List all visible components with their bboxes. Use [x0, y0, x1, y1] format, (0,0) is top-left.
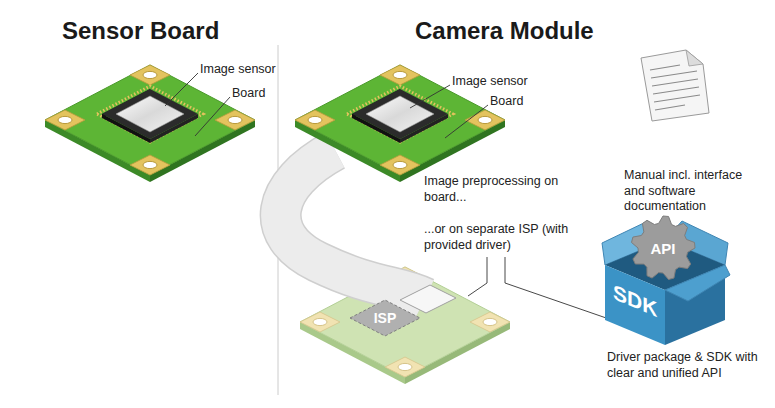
illustration-part [505, 257, 612, 320]
label-text: Image sensor [200, 62, 276, 76]
illustration-part [654, 95, 700, 102]
note-label: Manual incl. interface and software docu… [624, 168, 764, 215]
label-text: ...or on separate ISP (with provided dri… [424, 222, 568, 252]
note-label: Image preprocessing on board... [424, 174, 589, 205]
illustration-part [650, 65, 700, 110]
label-text: Board [490, 94, 523, 108]
illustration-part [165, 73, 198, 106]
label-text: Manual incl. interface and software docu… [624, 168, 742, 213]
label-text: Image preprocessing on board... [424, 174, 558, 204]
illustration-part [300, 312, 340, 332]
manual-document [641, 50, 709, 121]
note-label: Driver package & SDK with clear and unif… [607, 350, 772, 381]
panel-heading: Camera Module [415, 16, 655, 46]
panel-heading: Sensor Board [62, 16, 282, 46]
illustration-part [650, 65, 680, 70]
label-text: Driver package & SDK with clear and unif… [607, 350, 758, 380]
illustration-part [398, 363, 412, 370]
illustration-part [686, 50, 703, 66]
label-text: Sensor Board [62, 17, 219, 44]
part-label: Board [490, 94, 550, 110]
leader-lines [165, 73, 612, 320]
part-label: Board [232, 86, 292, 102]
illustration-part [655, 105, 685, 110]
isp-chip: ISP [350, 300, 420, 336]
label-text: Camera Module [415, 17, 594, 44]
connector [400, 285, 456, 313]
chip-outline [350, 300, 420, 336]
label-text: Image sensor [452, 74, 528, 88]
illustration-part [653, 87, 699, 94]
box-illustration [602, 221, 730, 345]
illustration-part [651, 71, 697, 78]
node-text: API [650, 240, 675, 257]
illustration-part [410, 85, 450, 108]
illustration-part [385, 357, 425, 377]
label-text: Board [232, 86, 265, 100]
sensor-board [45, 65, 255, 182]
part-label: Image sensor [452, 74, 542, 90]
api-gear: API [631, 216, 695, 280]
illustration-part [313, 318, 327, 325]
note-label: ...or on separate ISP (with provided dri… [424, 222, 589, 253]
illustration-part [445, 105, 488, 138]
gear-outline [631, 216, 695, 280]
illustration-part [195, 97, 230, 136]
part-label: Image sensor [200, 62, 290, 78]
illustration-part [483, 318, 497, 325]
illustration-part [470, 312, 510, 332]
illustration-part [641, 50, 709, 121]
illustration-part [468, 257, 487, 296]
illustration-part [652, 79, 698, 86]
node-text: ISP [374, 310, 397, 326]
